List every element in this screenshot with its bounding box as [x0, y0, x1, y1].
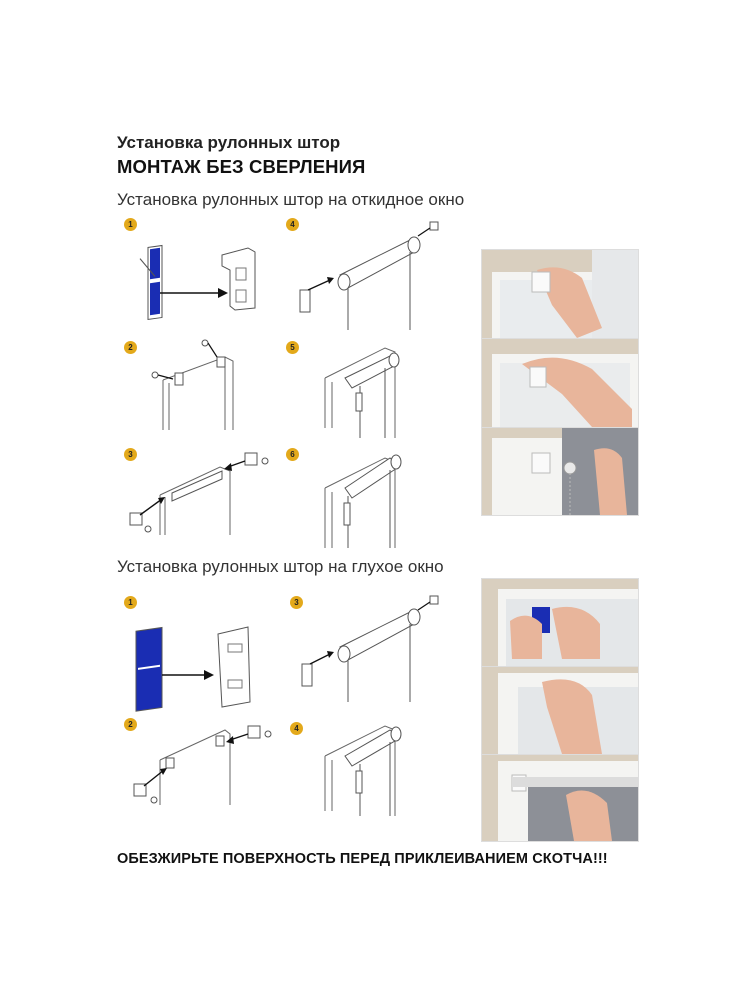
- diagram-fixed-step1-tape-to-plate: [135, 626, 251, 712]
- diagram-step1-tape-to-bracket: [139, 244, 256, 321]
- step-badge-3: 3: [124, 448, 137, 461]
- page-subtitle: МОНТАЖ БЕЗ СВЕРЛЕНИЯ: [117, 156, 366, 177]
- step-badge-fixed-2: 2: [124, 718, 137, 731]
- diagram-step5-attach-roller: [324, 347, 400, 438]
- section-heading-tilt-window: Установка рулонных штор на откидное окно: [117, 190, 465, 209]
- diagram-fixed-step2-mount-brackets: [133, 725, 272, 805]
- step-badge-fixed-1: 1: [124, 596, 137, 609]
- photo-hang-roller-fixed: [481, 754, 639, 842]
- diagram-step3-mount-brackets: [129, 452, 269, 535]
- step-badge-2: 2: [124, 341, 137, 354]
- diagram-fixed-step4-installed-roller: [324, 725, 402, 816]
- step-badge-fixed-4: 4: [290, 722, 303, 735]
- photo-attach-bracket-tilt: [481, 249, 639, 339]
- photo-hang-roller-tilt: [481, 427, 639, 516]
- diagram-step4-roller-assembly: [299, 221, 439, 330]
- step-badge-6: 6: [286, 448, 299, 461]
- step-badge-fixed-3: 3: [290, 596, 303, 609]
- page-title: Установка рулонных штор: [117, 133, 341, 152]
- section-heading-fixed-window: Установка рулонных штор на глухое окно: [117, 557, 444, 576]
- degrease-warning: ОБЕЗЖИРЬТЕ ПОВЕРХНОСТЬ ПЕРЕД ПРИКЛЕИВАНИ…: [117, 851, 608, 867]
- step-badge-4: 4: [286, 218, 299, 231]
- photo-press-plate-fixed: [481, 666, 639, 755]
- diagram-step2-frame-brackets: [151, 339, 234, 430]
- diagram-fixed-step3-roller-assembly: [301, 595, 439, 702]
- photo-peel-tape-fixed: [481, 578, 639, 667]
- photo-press-bracket-tilt: [481, 338, 639, 428]
- step-badge-1: 1: [124, 218, 137, 231]
- step-badge-5: 5: [286, 341, 299, 354]
- diagram-step6-installed-roller: [324, 454, 402, 548]
